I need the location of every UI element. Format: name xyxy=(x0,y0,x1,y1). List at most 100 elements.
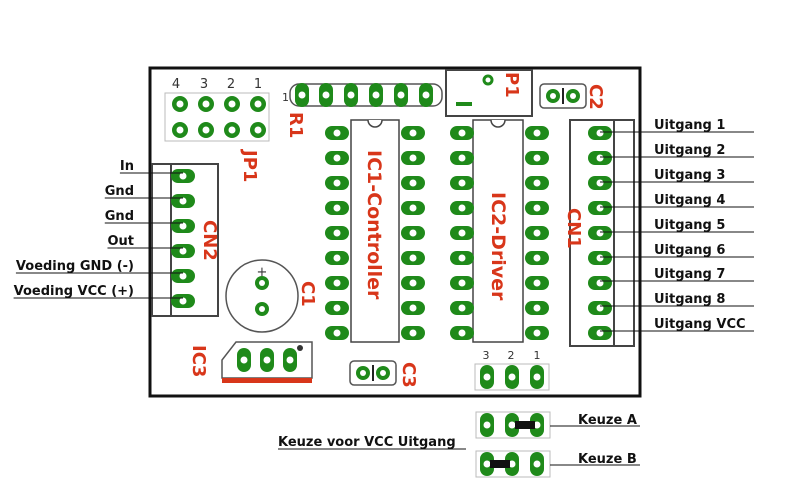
ic2-label: IC2-Driver xyxy=(487,192,509,301)
ic1-pad-hole xyxy=(409,254,417,262)
cn2-pad-hole xyxy=(179,172,187,180)
ic1-pad-hole xyxy=(409,304,417,312)
jumper-pin-number: 1 xyxy=(534,349,541,362)
ic2-pad-hole xyxy=(458,279,466,287)
cn2-pin-label: Gnd xyxy=(105,184,134,199)
keuze-b-jumper xyxy=(475,450,551,478)
cn2-pad-hole xyxy=(179,197,187,205)
keuze-a-pad-hole xyxy=(483,421,491,429)
keuze-b-pad-hole xyxy=(483,460,491,468)
r1-label: R1 xyxy=(285,112,306,138)
jp1-header: 4 3 2 1 JP1 xyxy=(164,77,270,182)
ic2-pad-hole xyxy=(458,129,466,137)
ic2-pad-hole xyxy=(458,229,466,237)
jumper-pads xyxy=(480,365,544,389)
ic2-pad-hole xyxy=(533,154,541,162)
c1-label: C1 xyxy=(297,281,318,307)
cn1-pad-hole xyxy=(596,229,604,237)
c3-label: C3 xyxy=(398,362,419,388)
ic2-pad-hole xyxy=(533,304,541,312)
cn2-connector: CN2 xyxy=(151,163,220,317)
c1-outline xyxy=(225,259,299,333)
ic1-pad-hole xyxy=(409,204,417,212)
jp1-pad-hole xyxy=(254,126,262,134)
r1-pad-hole xyxy=(298,91,306,99)
jp1-pads xyxy=(172,96,266,138)
ic1-pad-hole xyxy=(409,279,417,287)
cn1-connector: CN1 xyxy=(563,119,635,347)
keuze-a-label: Keuze A xyxy=(578,413,637,428)
ic3-pad-hole xyxy=(286,356,294,364)
r1-pad-hole xyxy=(372,91,380,99)
jp1-pad-hole xyxy=(202,126,210,134)
ic2-pads xyxy=(450,126,549,340)
ic3-pad-hole xyxy=(240,356,248,364)
ic2-notch xyxy=(490,119,506,128)
keuze-a-outline xyxy=(475,411,551,439)
jp1-pin-number: 1 xyxy=(254,77,262,92)
cn1-pin-label: Uitgang 7 xyxy=(654,267,725,282)
ic1-pad-hole xyxy=(409,179,417,187)
ic1-pad-hole xyxy=(333,329,341,337)
cn2-pin-label: In xyxy=(120,159,134,174)
p1-wiper xyxy=(456,102,472,106)
jumper-pin-number: 3 xyxy=(483,349,490,362)
ic2-pad-hole xyxy=(533,179,541,187)
keuze-a-pad-hole xyxy=(508,421,516,429)
vcc-jumper-header: 3 2 1 xyxy=(474,349,550,391)
jumper-pad-hole xyxy=(533,373,541,381)
ic1-pad-hole xyxy=(409,154,417,162)
cn1-pin-label: Uitgang VCC xyxy=(654,317,746,332)
keuze-title: Keuze voor VCC Uitgang xyxy=(278,435,456,450)
keuze-b-pad-hole xyxy=(508,460,516,468)
ic1-pad-hole xyxy=(333,304,341,312)
cn1-pad-hole xyxy=(596,154,604,162)
r1-pad-hole xyxy=(422,91,430,99)
jumper-outline xyxy=(474,363,550,391)
ic1-chip: IC1-Controller xyxy=(325,119,425,343)
p1-label: P1 xyxy=(501,72,522,98)
cn2-pin-label: Gnd xyxy=(105,209,134,224)
ic2-pad-hole xyxy=(533,279,541,287)
ic2-body xyxy=(472,119,524,343)
cn1-pin-label: Uitgang 1 xyxy=(654,118,725,133)
cn1-pad-hole xyxy=(596,254,604,262)
cn2-outline xyxy=(151,163,219,317)
cn2-pads xyxy=(171,169,195,308)
cn1-pin-label: Uitgang 3 xyxy=(654,168,725,183)
cn1-pin-label: Uitgang 8 xyxy=(654,292,725,307)
jp1-pin-number: 3 xyxy=(200,77,208,92)
r1-pin1-marker: 1 xyxy=(282,91,289,104)
ic1-pad-hole xyxy=(333,179,341,187)
cn2-pin-label: Out xyxy=(107,234,134,249)
keuze-a-pad-hole xyxy=(533,421,541,429)
ic1-pad-hole xyxy=(409,329,417,337)
ic2-pad-hole xyxy=(533,204,541,212)
r1-resistor-array: 1 R1 xyxy=(282,83,443,138)
p1-pad xyxy=(482,74,494,86)
ic2-pad-hole xyxy=(458,154,466,162)
ic2-pad-hole xyxy=(533,129,541,137)
cn2-pad-hole xyxy=(179,247,187,255)
ic1-body xyxy=(350,119,400,343)
jp1-pad-hole xyxy=(254,100,262,108)
keuze-a-jumper xyxy=(475,411,551,439)
cn2-pad-hole xyxy=(179,272,187,280)
cn1-pad-hole xyxy=(596,179,604,187)
ic1-pad-hole xyxy=(333,204,341,212)
keuze-b-label: Keuze B xyxy=(578,452,637,467)
jp1-pin-number: 4 xyxy=(172,77,180,92)
cn1-pin-label: Uitgang 6 xyxy=(654,243,725,258)
ic3-tab xyxy=(222,378,312,383)
cn2-pin-label: Voeding GND (-) xyxy=(16,259,134,274)
ic3-pin1-dot xyxy=(297,345,303,351)
c1-capacitor: + C1 xyxy=(225,259,318,333)
jp1-outline xyxy=(164,92,270,142)
ic2-pad-hole xyxy=(533,254,541,262)
keuze-a-bridge xyxy=(515,421,535,429)
cn1-pin-label: Uitgang 2 xyxy=(654,143,725,158)
ic1-pad-hole xyxy=(409,229,417,237)
jp1-pad-hole xyxy=(228,100,236,108)
cn1-label: CN1 xyxy=(563,208,584,249)
ic3-pads xyxy=(237,348,297,372)
